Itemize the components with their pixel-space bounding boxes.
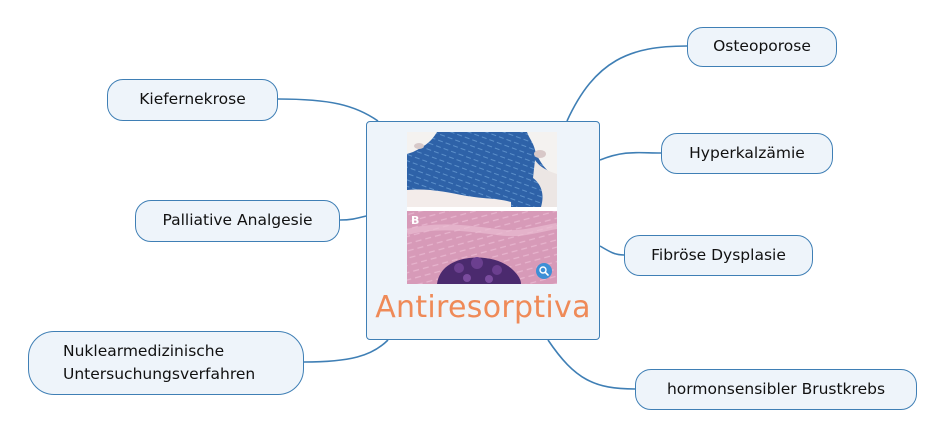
topic-fibroese-dysplasie[interactable]: Fibröse Dysplasie <box>624 235 813 276</box>
topic-osteoporose[interactable]: Osteoporose <box>687 27 837 67</box>
link-kiefernekrose <box>277 98 379 122</box>
central-topic[interactable]: B Antiresorptiva <box>366 121 600 340</box>
topic-label: Osteoporose <box>713 37 811 56</box>
link-brustkrebs <box>547 339 636 390</box>
topic-label: Fibröse Dysplasie <box>651 245 786 264</box>
link-nuklear <box>303 339 389 363</box>
topic-palliative-analgesie[interactable]: Palliative Analgesie <box>135 200 340 242</box>
link-palliative <box>339 215 367 221</box>
topic-hormonsensibler-brustkrebs[interactable]: hormonsensibler Brustkrebs <box>635 369 917 410</box>
link-osteoporose <box>566 45 688 122</box>
topic-label: hormonsensibler Brustkrebs <box>666 379 886 398</box>
topic-label: Palliative Analgesie <box>162 211 313 230</box>
topic-label: Nuklearmedizinische Untersuchungsverfahr… <box>63 341 256 383</box>
histology-image: B <box>407 132 557 284</box>
link-hyperkalzaemie <box>599 151 662 161</box>
histology-figure: B <box>407 132 557 284</box>
link-fibroese <box>599 245 625 256</box>
topic-label: Hyperkalzämie <box>689 143 805 162</box>
topic-hyperkalzaemie[interactable]: Hyperkalzämie <box>661 133 833 174</box>
topic-kiefernekrose[interactable]: Kiefernekrose <box>107 79 278 121</box>
central-topic-title: Antiresorptiva <box>375 290 591 325</box>
topic-nuklearmedizinische-untersuchungsverfahren[interactable]: Nuklearmedizinische Untersuchungsverfahr… <box>28 331 304 395</box>
magnifier-icon[interactable] <box>536 263 552 279</box>
topic-label: Kiefernekrose <box>139 90 246 109</box>
panel-letter: B <box>411 214 419 227</box>
